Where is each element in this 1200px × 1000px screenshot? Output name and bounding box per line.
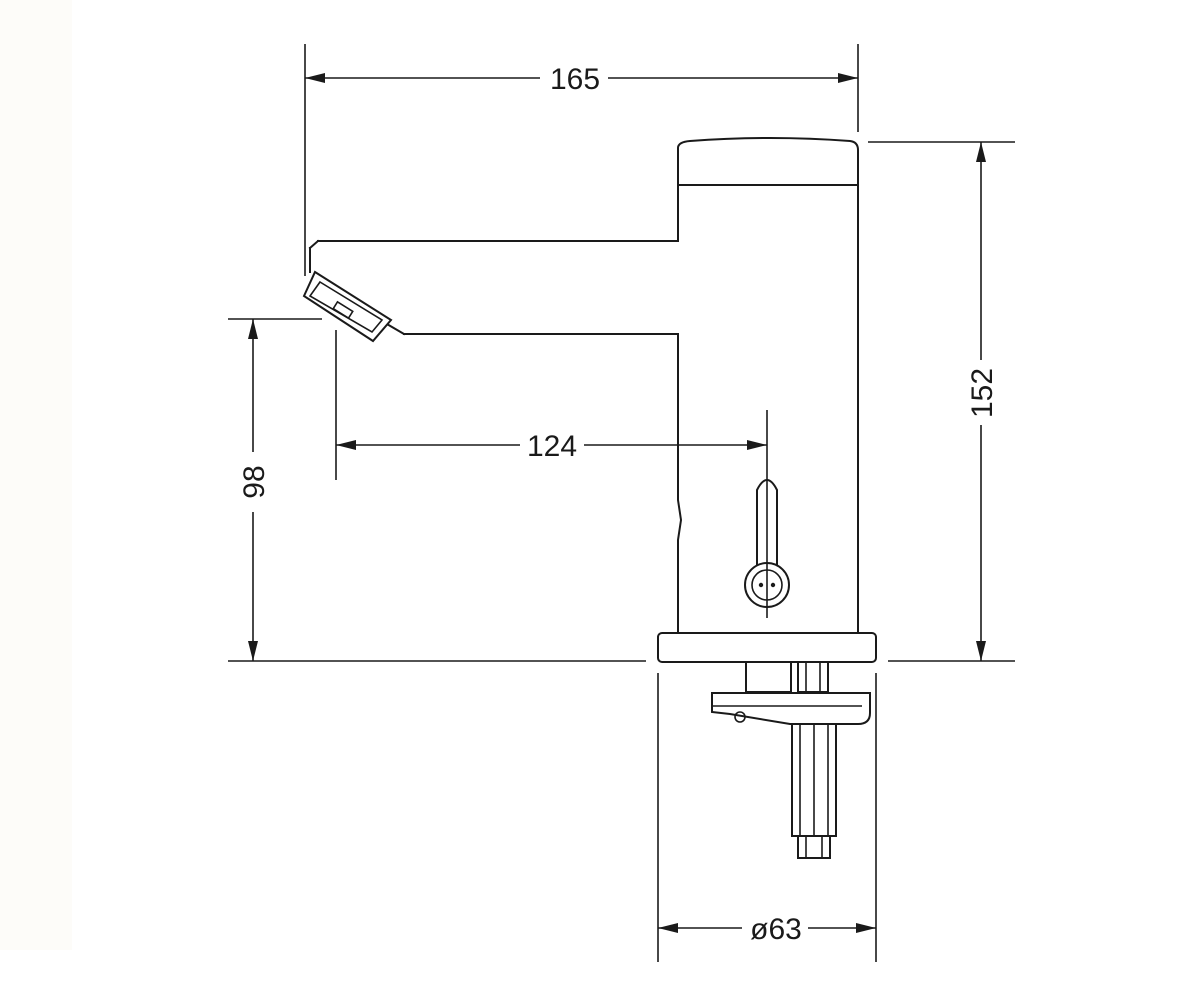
dimension-base-diameter: ø63 xyxy=(657,673,877,962)
spout-tip-corner xyxy=(308,239,320,250)
dimension-overall-height: 152 xyxy=(868,141,1015,662)
dimension-label-124: 124 xyxy=(527,430,577,463)
dimension-overall-width: 165 xyxy=(304,44,859,276)
dimension-label-165: 165 xyxy=(550,63,600,96)
faucet-top-cap xyxy=(677,137,859,186)
faucet-outline xyxy=(302,137,877,859)
body-left-edge-lower xyxy=(677,333,683,634)
aerator xyxy=(302,270,393,343)
dimension-spout-height: 98 xyxy=(228,318,646,662)
dimension-label-152: 152 xyxy=(966,368,999,418)
dimension-spout-reach: 124 xyxy=(335,330,768,618)
base-plate xyxy=(657,632,877,663)
mounting-assembly xyxy=(711,661,871,859)
side-lever xyxy=(744,479,790,608)
dimension-label-98: 98 xyxy=(238,465,271,498)
dimension-label-diameter-63: ø63 xyxy=(750,913,802,946)
left-margin-strip xyxy=(0,0,72,950)
